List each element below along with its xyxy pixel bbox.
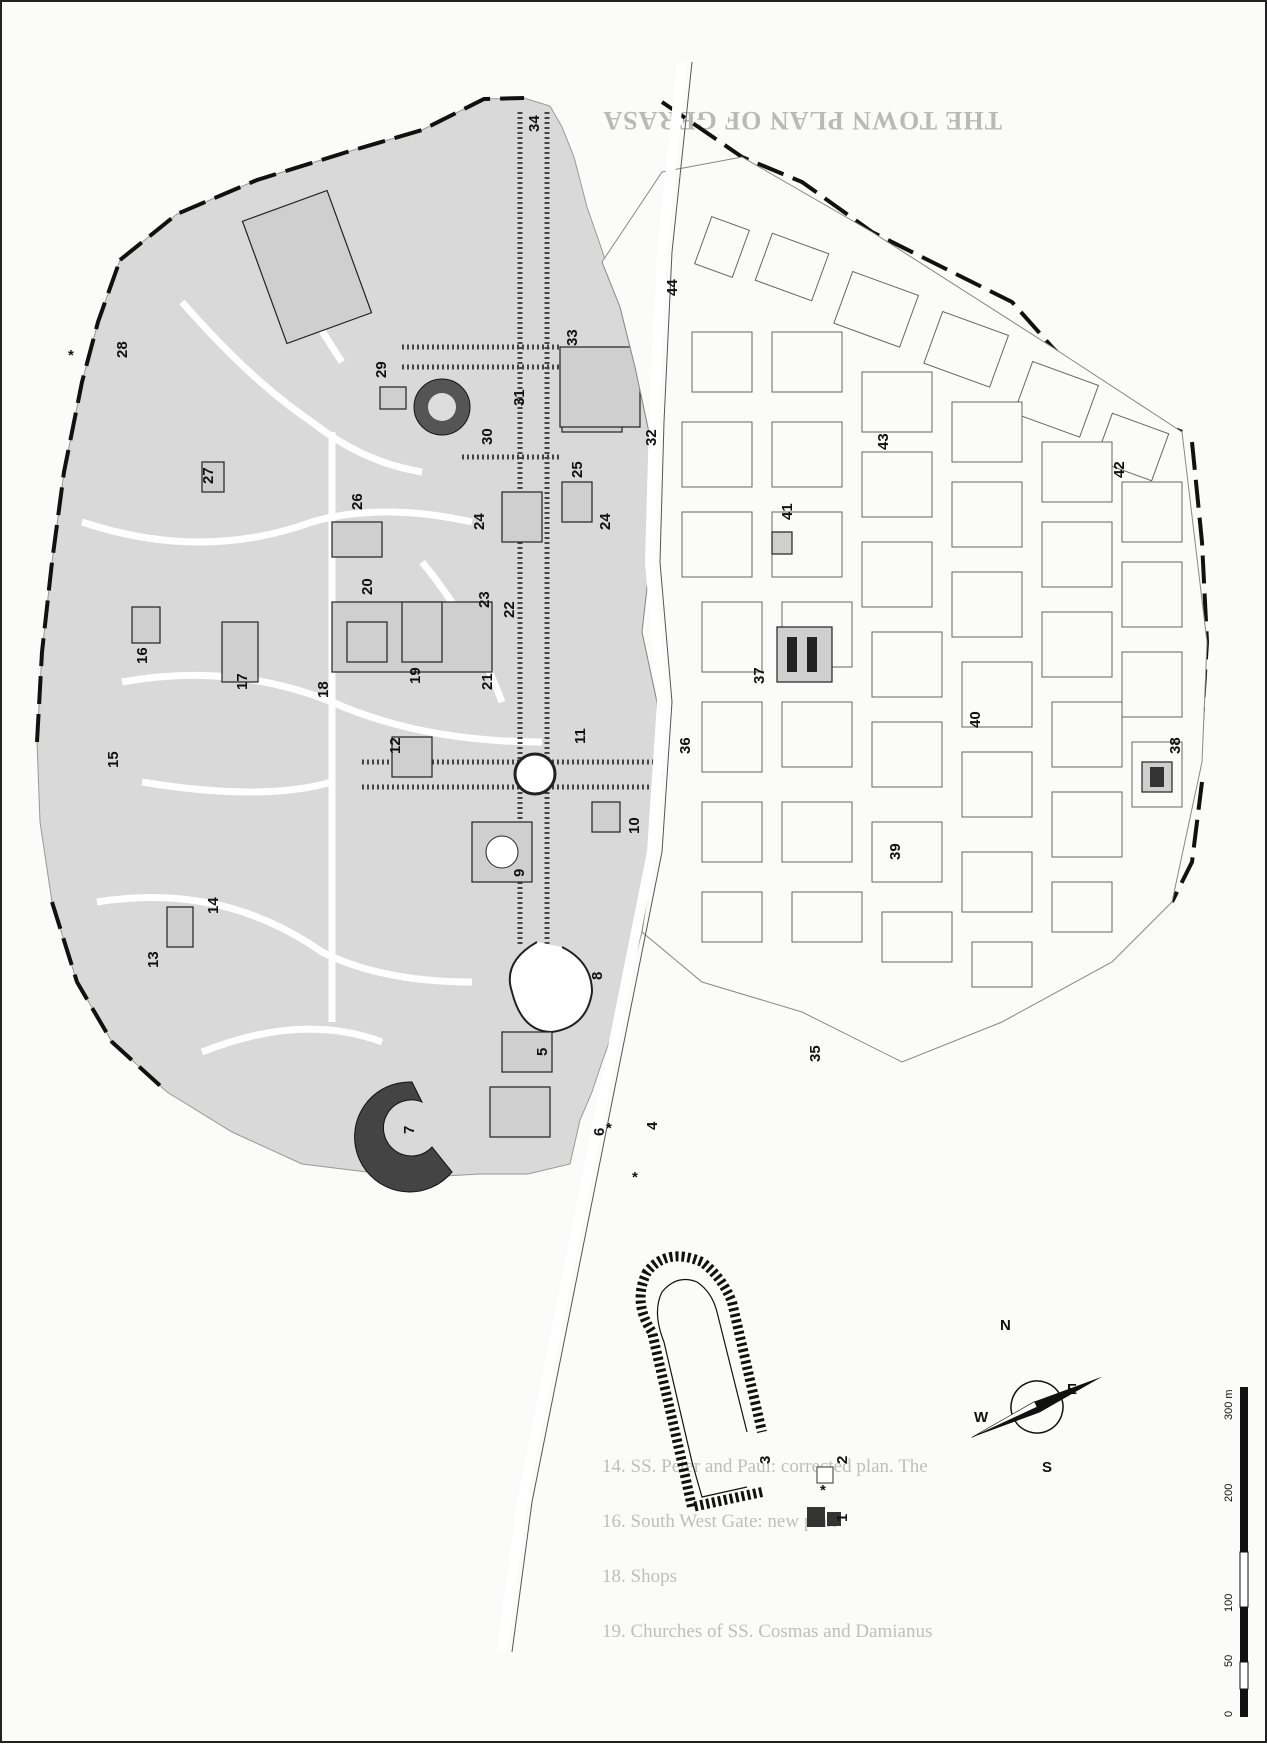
- site-label-42: 42: [1111, 461, 1128, 478]
- site-label-32: 32: [643, 429, 660, 446]
- birketein-shrine: [816, 1466, 834, 1484]
- ghost-title: THE TOWN PLAN OF GERASA: [602, 106, 1002, 135]
- site-label-28: 28: [114, 341, 131, 358]
- ghost-line-4: 19. Churches of SS. Cosmas and Damianus: [602, 1621, 932, 1642]
- scale-tick-300: 300 m: [1223, 1389, 1235, 1420]
- site-label-40: 40: [967, 711, 984, 728]
- scale-tick-200: 200: [1223, 1484, 1235, 1502]
- svg-text:*: *: [632, 1169, 638, 1186]
- svg-text:*: *: [606, 1120, 612, 1137]
- modern-town-blocks: [681, 216, 1183, 988]
- site-label-12: 12: [387, 737, 404, 754]
- site-label-11: 11: [572, 728, 589, 744]
- ancient-monuments: [131, 189, 641, 1193]
- site-label-39: 39: [887, 843, 904, 860]
- site-label-24b: 24: [597, 513, 614, 530]
- site-label-44: 44: [664, 279, 681, 296]
- site-label-6: 6: [591, 1128, 608, 1136]
- site-label-14: 14: [205, 897, 222, 914]
- compass-west: W: [974, 1409, 989, 1426]
- site-label-5: 5: [534, 1048, 551, 1056]
- compass-east: E: [1067, 1381, 1077, 1398]
- site-label-20: 20: [359, 578, 376, 595]
- svg-text:*: *: [820, 1482, 826, 1499]
- site-label-24a: 24: [471, 513, 488, 530]
- ghost-line-3: 18. Shops: [602, 1566, 677, 1587]
- site-label-36: 36: [677, 737, 694, 754]
- site-number-labels: 1 2 3 4 5 6 7 8 9 10 11 12 13 14 15 16 1…: [105, 115, 1184, 1522]
- oval-junction: [513, 752, 557, 796]
- site-label-15: 15: [105, 751, 122, 768]
- site-label-7: 7: [401, 1126, 418, 1134]
- compass-south: S: [1042, 1459, 1052, 1476]
- outer-road: [497, 61, 687, 1653]
- svg-text:*: *: [68, 347, 74, 364]
- site-label-9: 9: [511, 869, 528, 877]
- city-wall: [35, 96, 525, 1094]
- north-arrow-icon: [971, 1376, 1103, 1438]
- outer-road-edge: [511, 61, 693, 1653]
- scale-tick-100: 100: [1223, 1594, 1235, 1612]
- site-label-29: 29: [373, 361, 390, 378]
- site-label-3: 3: [757, 1456, 774, 1464]
- site-label-17: 17: [234, 673, 251, 690]
- site-label-13: 13: [145, 951, 162, 968]
- bleed-through-text: THE TOWN PLAN OF GERASA 14. SS. Peter an…: [602, 106, 1002, 1642]
- site-label-18: 18: [315, 681, 332, 698]
- site-label-41: 41: [779, 503, 796, 520]
- site-label-43: 43: [875, 433, 892, 450]
- asterisk-markers: * * * *: [68, 347, 826, 1499]
- site-label-22: 22: [501, 601, 518, 618]
- site-label-31: 31: [511, 389, 528, 406]
- site-label-2: 2: [834, 1456, 851, 1464]
- compass-north: N: [1000, 1317, 1011, 1334]
- hippodrome: [635, 1251, 767, 1513]
- site-label-33: 33: [564, 329, 581, 346]
- scale-tick-50: 50: [1223, 1655, 1235, 1667]
- site-label-4: 4: [644, 1121, 661, 1130]
- site-label-16: 16: [134, 647, 151, 664]
- site-label-19: 19: [407, 667, 424, 684]
- site-label-1: 1: [834, 1514, 851, 1522]
- scale-bar: 0 50 100 200 300 m: [1223, 1387, 1249, 1717]
- site-label-10: 10: [626, 817, 643, 834]
- site-label-23: 23: [476, 591, 493, 608]
- site-label-26: 26: [349, 493, 366, 510]
- ghost-line-1: 14. SS. Peter and Paul: corrected plan. …: [602, 1456, 928, 1477]
- site-label-35: 35: [807, 1045, 824, 1062]
- arch-of-hadrian: [807, 1507, 825, 1527]
- modern-monuments: [771, 531, 1173, 793]
- site-label-25: 25: [569, 461, 586, 478]
- site-label-38: 38: [1167, 737, 1184, 754]
- site-label-30: 30: [479, 428, 496, 445]
- site-label-34: 34: [526, 115, 543, 132]
- site-label-37: 37: [751, 667, 768, 684]
- site-label-8: 8: [589, 972, 606, 980]
- scale-tick-0: 0: [1223, 1711, 1235, 1717]
- site-label-21: 21: [479, 673, 496, 690]
- ghost-line-2: 16. South West Gate: new plan: [602, 1511, 837, 1532]
- site-label-27: 27: [200, 467, 217, 484]
